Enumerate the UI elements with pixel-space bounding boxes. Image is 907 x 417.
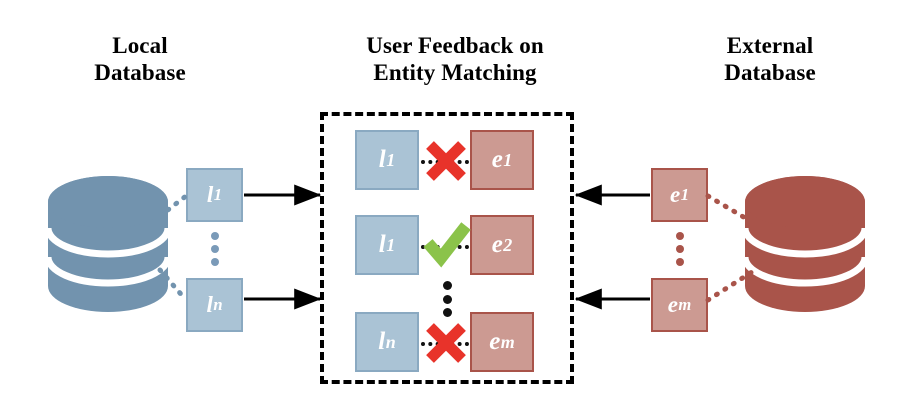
local-entity-subscript-l1: 1 [213,185,223,204]
local-db-link-top [157,193,189,219]
match-rows-ellipsis [439,281,455,317]
match-row-3-local-subscript: n [385,331,396,352]
local-entity-subscript-ln: n [213,295,223,314]
local-entity-label-ln: l [206,292,213,317]
match-row-2-connector [421,245,469,249]
match-row-1-connector [421,160,469,164]
match-row-2-local-subscript: 1 [386,234,396,255]
local-entity-label-l1: l [206,182,214,207]
match-row-2-external-subscript: 2 [503,234,513,255]
local-entities-ellipsis [206,232,224,266]
match-row-3-local-label: l [378,328,386,355]
local-database-cylinder-icon [44,176,172,312]
match-row-2-local-label: l [378,231,386,258]
user-feedback-panel [320,112,574,384]
local-database-title: Local Database [94,33,186,86]
external-db-link-bottom [705,269,755,303]
match-row-1-local-label: l [378,146,386,173]
external-entity-subscript-e1: 1 [680,185,689,204]
match-row-1-local-subscript: 1 [386,149,396,170]
match-row-1-external-subscript: 1 [503,149,513,170]
match-row-2-external-label: e [491,231,503,258]
match-row-3-connector [421,342,469,346]
match-row-3-external-subscript: m [500,331,515,352]
match-row-1-external-label: e [491,146,503,173]
external-entity-label-em: e [667,292,678,317]
external-db-link-top [705,193,755,225]
external-entities-ellipsis [671,232,689,266]
external-entity-label-e1: e [670,182,681,207]
local-db-link-bottom [157,267,189,303]
feedback-panel-title: User Feedback on Entity Matching [366,33,544,86]
external-database-cylinder-icon [741,176,869,312]
match-row-3-external-label: e [489,328,501,355]
external-database-title: External Database [724,33,816,86]
external-entity-subscript-em: m [678,295,692,314]
